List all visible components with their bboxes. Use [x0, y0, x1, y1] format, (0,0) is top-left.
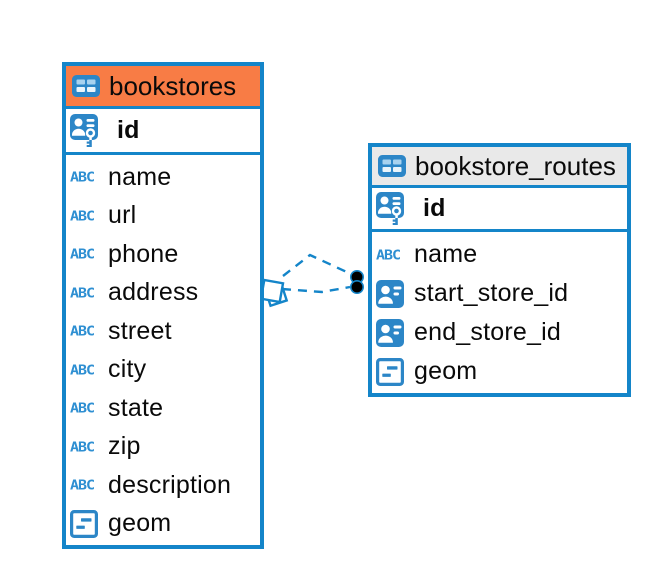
relationship-line-lower[interactable]: [281, 285, 351, 294]
geometry-type-icon: [376, 358, 404, 386]
column-name: url: [108, 201, 137, 230]
column-row-id[interactable]: id: [66, 109, 260, 155]
column-row-start-store-id[interactable]: start_store_id: [372, 274, 627, 313]
column-name: phone: [108, 239, 179, 268]
column-name: id: [117, 116, 140, 144]
table-bookstores[interactable]: bookstores id ABC name ABC url ABC phone…: [62, 62, 264, 549]
text-type-icon: ABC: [70, 400, 95, 417]
column-name: end_store_id: [414, 318, 561, 346]
column-name: address: [108, 278, 199, 307]
text-type-icon: ABC: [376, 246, 401, 263]
relationship-source-marker[interactable]: [259, 278, 289, 308]
column-name: state: [108, 393, 164, 422]
column-row-zip[interactable]: ABC zip: [66, 428, 260, 467]
text-type-icon: ABC: [70, 438, 95, 455]
table-header-bookstore-routes[interactable]: bookstore_routes: [372, 147, 627, 188]
table-bookstore-routes[interactable]: bookstore_routes id ABC name start_store…: [368, 143, 631, 397]
geometry-type-icon: [70, 510, 98, 538]
column-name: start_store_id: [414, 279, 569, 307]
table-icon: [72, 75, 100, 97]
column-row-address[interactable]: ABC address: [66, 274, 260, 313]
column-name: name: [108, 162, 172, 191]
column-name: zip: [108, 432, 141, 461]
text-type-icon: ABC: [70, 207, 95, 224]
text-type-icon: ABC: [70, 169, 95, 186]
column-name: id: [423, 194, 446, 222]
column-row-name[interactable]: ABC name: [66, 158, 260, 197]
table-name: bookstore_routes: [415, 151, 616, 181]
column-row-description[interactable]: ABC description: [66, 466, 260, 505]
reference-type-icon: [376, 319, 404, 347]
column-name: street: [108, 316, 172, 345]
column-row-state[interactable]: ABC state: [66, 389, 260, 428]
table-icon: [378, 155, 406, 177]
column-row-geom[interactable]: geom: [66, 505, 260, 544]
column-row-city[interactable]: ABC city: [66, 351, 260, 390]
column-row-geom[interactable]: geom: [372, 352, 627, 391]
column-row-phone[interactable]: ABC phone: [66, 235, 260, 274]
text-type-icon: ABC: [70, 284, 95, 301]
column-list: ABC name ABC url ABC phone ABC address A…: [66, 155, 260, 545]
column-row-street[interactable]: ABC street: [66, 312, 260, 351]
table-name: bookstores: [109, 71, 237, 101]
column-row-url[interactable]: ABC url: [66, 197, 260, 236]
column-name: geom: [108, 509, 172, 538]
column-row-id[interactable]: id: [372, 188, 627, 232]
text-type-icon: ABC: [70, 361, 95, 378]
column-row-end-store-id[interactable]: end_store_id: [372, 313, 627, 352]
column-name: name: [414, 240, 478, 268]
table-header-bookstores[interactable]: bookstores: [66, 66, 260, 109]
column-name: city: [108, 355, 147, 384]
text-type-icon: ABC: [70, 477, 95, 494]
relationship-target-marker[interactable]: [350, 269, 365, 294]
column-list: ABC name start_store_id end_store_id geo…: [372, 232, 627, 393]
text-type-icon: ABC: [70, 323, 95, 340]
column-name: geom: [414, 357, 478, 385]
relationship-connector[interactable]: [250, 243, 378, 317]
relationship-line-upper[interactable]: [282, 253, 352, 277]
primary-key-icon: [376, 192, 406, 226]
column-name: description: [108, 470, 232, 499]
text-type-icon: ABC: [70, 246, 95, 263]
primary-key-icon: [70, 114, 100, 148]
reference-type-icon: [376, 280, 404, 308]
column-row-name[interactable]: ABC name: [372, 235, 627, 274]
